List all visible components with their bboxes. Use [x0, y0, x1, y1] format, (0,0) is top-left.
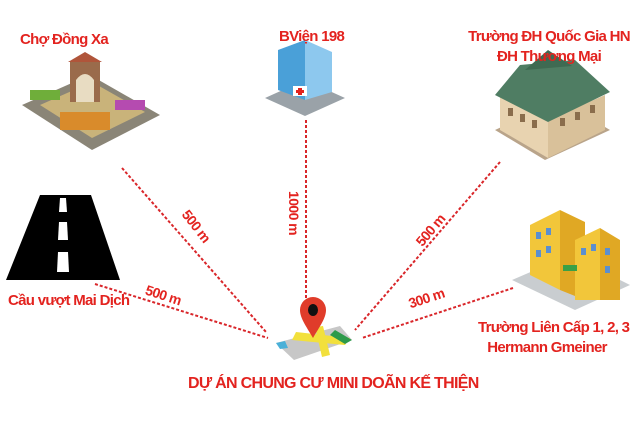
- map-pin-icon: [300, 297, 326, 338]
- road-icon: [6, 195, 120, 280]
- map-location-icon: [276, 297, 352, 360]
- place-label-line1: Trường ĐH Quốc Gia HN: [468, 28, 631, 45]
- university-icon: [495, 50, 610, 160]
- school-icon: [512, 210, 630, 310]
- place-label-line1: Trường Liên Cấp 1, 2, 3: [478, 319, 630, 336]
- line-cau-vuot: [94, 283, 269, 339]
- market-icon: [22, 52, 160, 150]
- line-truong-dh: [354, 161, 501, 331]
- place-label-lien-cap: Trường Liên Cấp 1, 2, 3 Hermann Gmeiner: [478, 318, 630, 358]
- line-cho-dong-xa: [121, 167, 267, 333]
- place-label-truong-dh: Trường ĐH Quốc Gia HN ĐH Thương Mại: [468, 27, 631, 67]
- place-label-line2: Hermann Gmeiner: [487, 339, 607, 356]
- distance-label-bvien: 1000 m: [285, 191, 302, 235]
- line-lien-cap: [361, 287, 514, 339]
- hospital-icon: [265, 40, 345, 116]
- place-label-cho-dong-xa: Chợ Đồng Xa: [20, 31, 109, 48]
- project-title: DỰ ÁN CHUNG CƯ MINI DOÃN KẾ THIỆN: [188, 375, 479, 392]
- place-label-cau-vuot: Cầu vượt Mai Dịch: [8, 292, 130, 309]
- place-label-bvien: BViện 198: [279, 28, 345, 45]
- place-label-line2: ĐH Thương Mại: [496, 48, 602, 65]
